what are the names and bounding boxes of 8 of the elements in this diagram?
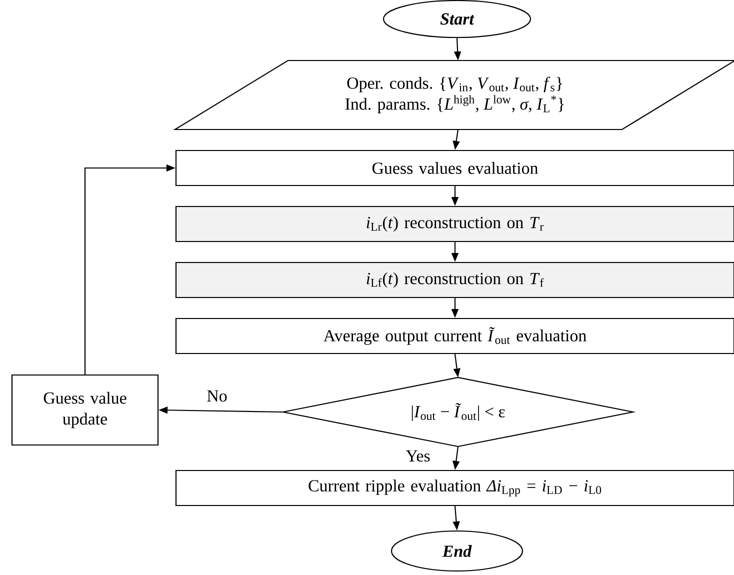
- edge-label: No: [206, 389, 228, 403]
- process-box: Guess values evaluation: [175, 150, 734, 186]
- process-box: Current ripple evaluation Δi$_{Lpp}$ = i$_{LD}$ − i$_{L0}$: [175, 470, 734, 506]
- process-box: Guess value update: [11, 374, 159, 446]
- process-box: Average output current Ĩ$_{out}$ evaluation: [175, 318, 734, 354]
- process-box: i$_{Lr}$(t) reconstruction on T$_{r}$: [175, 206, 734, 242]
- process-box: i$_{Lf}$(t) reconstruction on T$_{f}$: [175, 262, 734, 298]
- edge-label: Yes: [404, 449, 432, 463]
